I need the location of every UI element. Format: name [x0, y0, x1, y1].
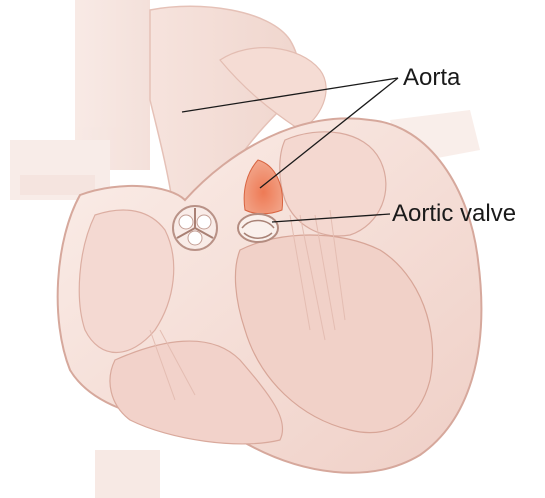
- pulmonary-valve: [173, 206, 217, 250]
- label-aorta: Aorta: [403, 66, 460, 90]
- aortic-valve: [238, 214, 278, 242]
- label-aortic-valve: Aortic valve: [392, 202, 516, 226]
